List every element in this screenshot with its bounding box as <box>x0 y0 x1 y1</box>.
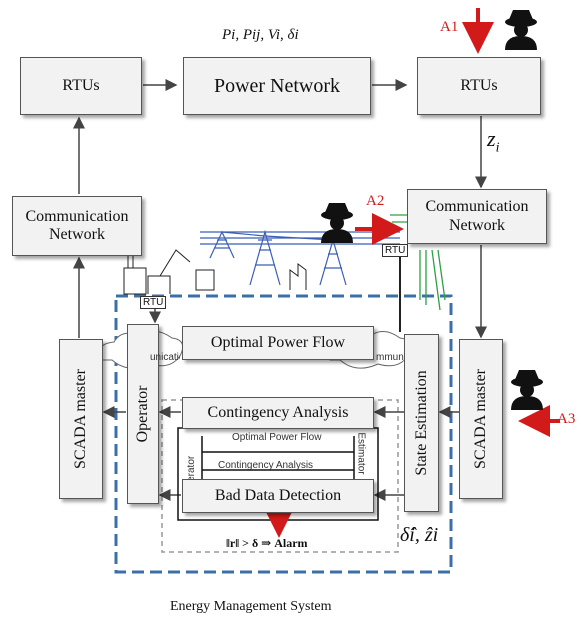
ems-boundary <box>114 294 453 574</box>
state-estimation-box: State Estimation <box>404 334 439 512</box>
scada-master-left: SCADA master <box>59 339 103 499</box>
rtus-left-box: RTUs <box>20 57 142 115</box>
state-estimate-output: δ̂i, ẑi <box>400 524 439 546</box>
communication-network-left: Communication Network <box>12 196 142 256</box>
ems-caption: Energy Management System <box>170 599 332 614</box>
zi-label: zi <box>487 126 499 156</box>
hacker-icon <box>321 203 353 243</box>
communication-network-right: Communication Network <box>407 189 547 244</box>
contingency-analysis-box: Contingency Analysis <box>182 397 374 429</box>
ghost-cloud-right-label: mmunication Netw <box>376 352 404 363</box>
power-network-box: Power Network <box>183 57 371 115</box>
power-plant-illustration <box>123 249 307 295</box>
optimal-power-flow-box: Optimal Power Flow <box>182 326 374 360</box>
scada-master-right: SCADA master <box>459 339 503 499</box>
attack-label-a1: A1 <box>440 19 459 35</box>
zi-subscript: i <box>495 140 500 156</box>
rtu-tag-right: RTU <box>382 244 409 257</box>
scada-master-left-label: SCADA master <box>72 369 89 469</box>
bad-data-detection-box: Bad Data Detection <box>182 479 374 513</box>
hacker-icon <box>505 10 537 50</box>
ghost-contingency-label: Contingency Analysis <box>218 460 314 471</box>
ghost-estimator-label: Estimator <box>355 432 367 475</box>
attack-label-a2: A2 <box>366 193 385 209</box>
rtus-right-box: RTUs <box>417 57 541 115</box>
operator-label: Operator <box>134 385 151 443</box>
zi-symbol: z <box>487 126 496 151</box>
ghost-cloud-left-label: unication Network <box>150 352 180 363</box>
state-estimation-label: State Estimation <box>412 370 430 476</box>
alarm-condition: ‖r‖ > δ ⇒ Alarm <box>226 536 308 550</box>
grid-illustration <box>200 229 400 286</box>
operator-box: Operator <box>127 324 159 504</box>
rtu-tag-left: RTU <box>140 296 167 309</box>
hacker-icon <box>511 370 543 410</box>
measurement-formula: Pi, Pij, Vi, δi <box>222 27 299 43</box>
scada-master-right-label: SCADA master <box>472 369 489 469</box>
attack-label-a3: A3 <box>557 411 576 427</box>
ghost-opf-label: Optimal Power Flow <box>232 432 322 443</box>
